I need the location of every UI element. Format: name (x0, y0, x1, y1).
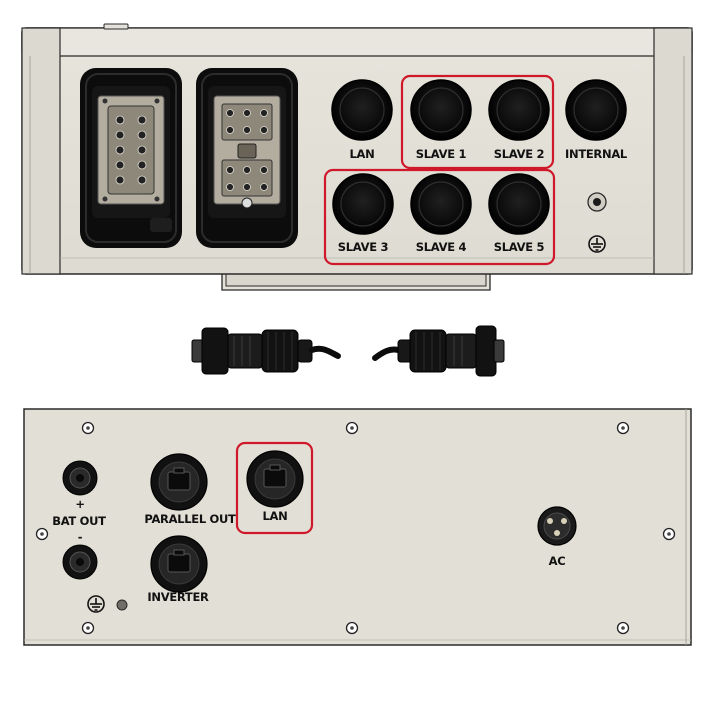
port-lan-top[interactable] (331, 79, 393, 141)
ground-icon (87, 595, 105, 613)
label-slave-5: SLAVE 5 (494, 240, 545, 254)
ground-stud (116, 599, 128, 611)
label-lan-top: LAN (350, 147, 375, 161)
label-bat-minus: - (78, 530, 83, 544)
label-bat-out: BAT OUT (52, 514, 106, 528)
port-slave-5[interactable] (488, 173, 550, 235)
port-slave-1[interactable] (410, 79, 472, 141)
highlight-slave-3-5 (323, 168, 556, 266)
ground-icon (588, 235, 606, 253)
label-slave-2: SLAVE 2 (494, 147, 544, 161)
highlight-lan-bottom (235, 441, 314, 535)
interconnect-cable (191, 325, 505, 377)
label-lan-bottom: LAN (263, 509, 288, 523)
ground-stud (587, 192, 607, 212)
label-ac: AC (549, 554, 566, 568)
label-slave-1: SLAVE 1 (416, 147, 467, 161)
ac-socket-icon[interactable] (537, 506, 577, 546)
bat-minus-connector[interactable] (62, 544, 98, 580)
top-enclosure: LAN SLAVE 1 SLAVE 2 INTERNAL SLAVE 3 SLA… (21, 23, 693, 291)
label-slave-4: SLAVE 4 (416, 240, 467, 254)
label-internal: INTERNAL (565, 147, 628, 161)
label-slave-3: SLAVE 3 (338, 240, 389, 254)
label-inverter: INVERTER (147, 590, 209, 604)
ethernet-port-icon[interactable] (246, 450, 304, 508)
ethernet-port-icon[interactable] (150, 535, 208, 593)
ethernet-port-icon[interactable] (150, 453, 208, 511)
label-parallel-out: PARALLEL OUT (144, 512, 236, 526)
port-slave-2[interactable] (488, 79, 550, 141)
label-bat-plus: + (75, 497, 84, 511)
bat-plus-connector[interactable] (62, 460, 98, 496)
circular-plug-icon (397, 325, 505, 377)
port-slave-4[interactable] (410, 173, 472, 235)
port-internal[interactable] (565, 79, 627, 141)
bottom-panel: + BAT OUT - PARALLEL OUT INVERTER LAN AC (23, 408, 692, 646)
panel-plate (23, 408, 692, 646)
port-slave-3[interactable] (332, 173, 394, 235)
heavy-duty-connector-icon[interactable] (80, 68, 182, 248)
highlight-slave-1-2 (400, 74, 555, 170)
circular-plug-icon (191, 327, 313, 375)
heavy-duty-connector-icon[interactable] (196, 68, 298, 248)
